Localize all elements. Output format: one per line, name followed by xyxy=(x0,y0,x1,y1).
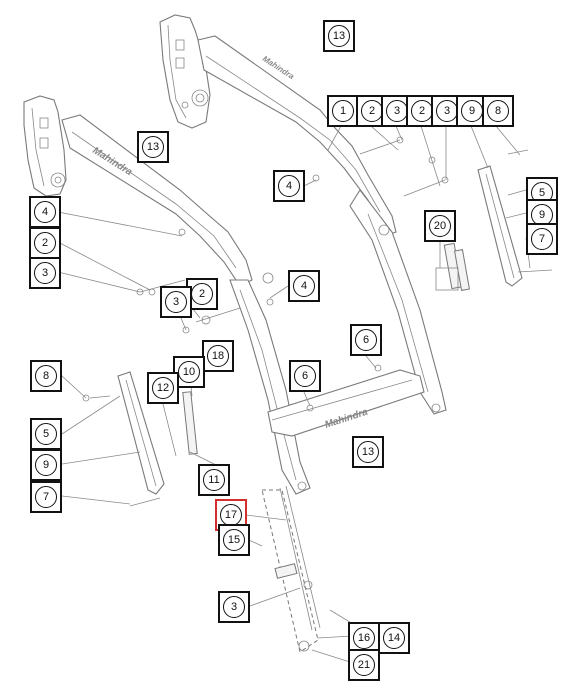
callout-4[interactable]: 4 xyxy=(288,270,320,302)
callout-label: 21 xyxy=(353,654,375,676)
callout-8[interactable]: 8 xyxy=(30,360,62,392)
callout-label: 17 xyxy=(220,504,242,526)
callout-label: 2 xyxy=(411,100,433,122)
callout-1[interactable]: 1 xyxy=(327,95,359,127)
callout-8[interactable]: 8 xyxy=(482,95,514,127)
callout-label: 20 xyxy=(429,215,451,237)
rear-boom-arm: Mahindra xyxy=(197,35,447,415)
callout-label: 4 xyxy=(278,175,300,197)
callout-label: 3 xyxy=(165,291,187,313)
callout-21[interactable]: 21 xyxy=(348,649,380,681)
callout-label: 13 xyxy=(142,136,164,158)
callout-7[interactable]: 7 xyxy=(30,481,62,513)
callout-20[interactable]: 20 xyxy=(424,210,456,242)
callout-14[interactable]: 14 xyxy=(378,622,410,654)
callout-label: 2 xyxy=(361,100,383,122)
callout-3[interactable]: 3 xyxy=(29,257,61,289)
callout-3[interactable]: 3 xyxy=(218,591,250,623)
callout-label: 3 xyxy=(223,596,245,618)
callout-13[interactable]: 13 xyxy=(352,436,384,468)
callout-4[interactable]: 4 xyxy=(273,170,305,202)
callout-6[interactable]: 6 xyxy=(350,324,382,356)
callout-label: 4 xyxy=(34,201,56,223)
callout-7[interactable]: 7 xyxy=(526,223,558,255)
callout-label: 2 xyxy=(34,232,56,254)
callout-label: 10 xyxy=(178,361,200,383)
callout-label: 3 xyxy=(34,262,56,284)
callout-13[interactable]: 13 xyxy=(137,131,169,163)
front-mounting-bracket xyxy=(23,95,67,197)
callout-label: 2 xyxy=(191,283,213,305)
callout-label: 7 xyxy=(531,228,553,250)
callout-label: 15 xyxy=(223,529,245,551)
callout-13[interactable]: 13 xyxy=(323,20,355,52)
callout-label: 8 xyxy=(487,100,509,122)
callout-label: 3 xyxy=(436,100,458,122)
callout-label: 6 xyxy=(294,365,316,387)
callout-9[interactable]: 9 xyxy=(30,449,62,481)
right-upper-link xyxy=(477,165,523,287)
callout-label: 4 xyxy=(293,275,315,297)
callout-label: 9 xyxy=(35,454,57,476)
callout-label: 8 xyxy=(35,365,57,387)
bucket-cylinder xyxy=(182,242,470,455)
callout-label: 9 xyxy=(461,100,483,122)
callout-15[interactable]: 15 xyxy=(218,524,250,556)
callout-11[interactable]: 11 xyxy=(198,464,230,496)
callout-label: 18 xyxy=(207,345,229,367)
callout-label: 5 xyxy=(35,423,57,445)
callout-2[interactable]: 2 xyxy=(29,227,61,259)
callout-12[interactable]: 12 xyxy=(147,372,179,404)
callout-label: 13 xyxy=(328,25,350,47)
left-lower-link xyxy=(117,371,165,495)
callout-4[interactable]: 4 xyxy=(29,196,61,228)
callout-label: 16 xyxy=(353,627,375,649)
callout-label: 14 xyxy=(383,627,405,649)
rear-mounting-bracket xyxy=(159,14,211,129)
callout-18[interactable]: 18 xyxy=(202,340,234,372)
callout-label: 1 xyxy=(332,100,354,122)
lift-cylinder-17 xyxy=(261,485,321,653)
callout-16[interactable]: 16 xyxy=(348,622,380,654)
callout-6[interactable]: 6 xyxy=(289,360,321,392)
callout-5[interactable]: 5 xyxy=(30,418,62,450)
callout-label: 11 xyxy=(203,469,225,491)
callout-label: 3 xyxy=(386,100,408,122)
callout-label: 7 xyxy=(35,486,57,508)
callout-label: 13 xyxy=(357,441,379,463)
callout-label: 12 xyxy=(152,377,174,399)
callout-3[interactable]: 3 xyxy=(160,286,192,318)
callout-label: 6 xyxy=(355,329,377,351)
